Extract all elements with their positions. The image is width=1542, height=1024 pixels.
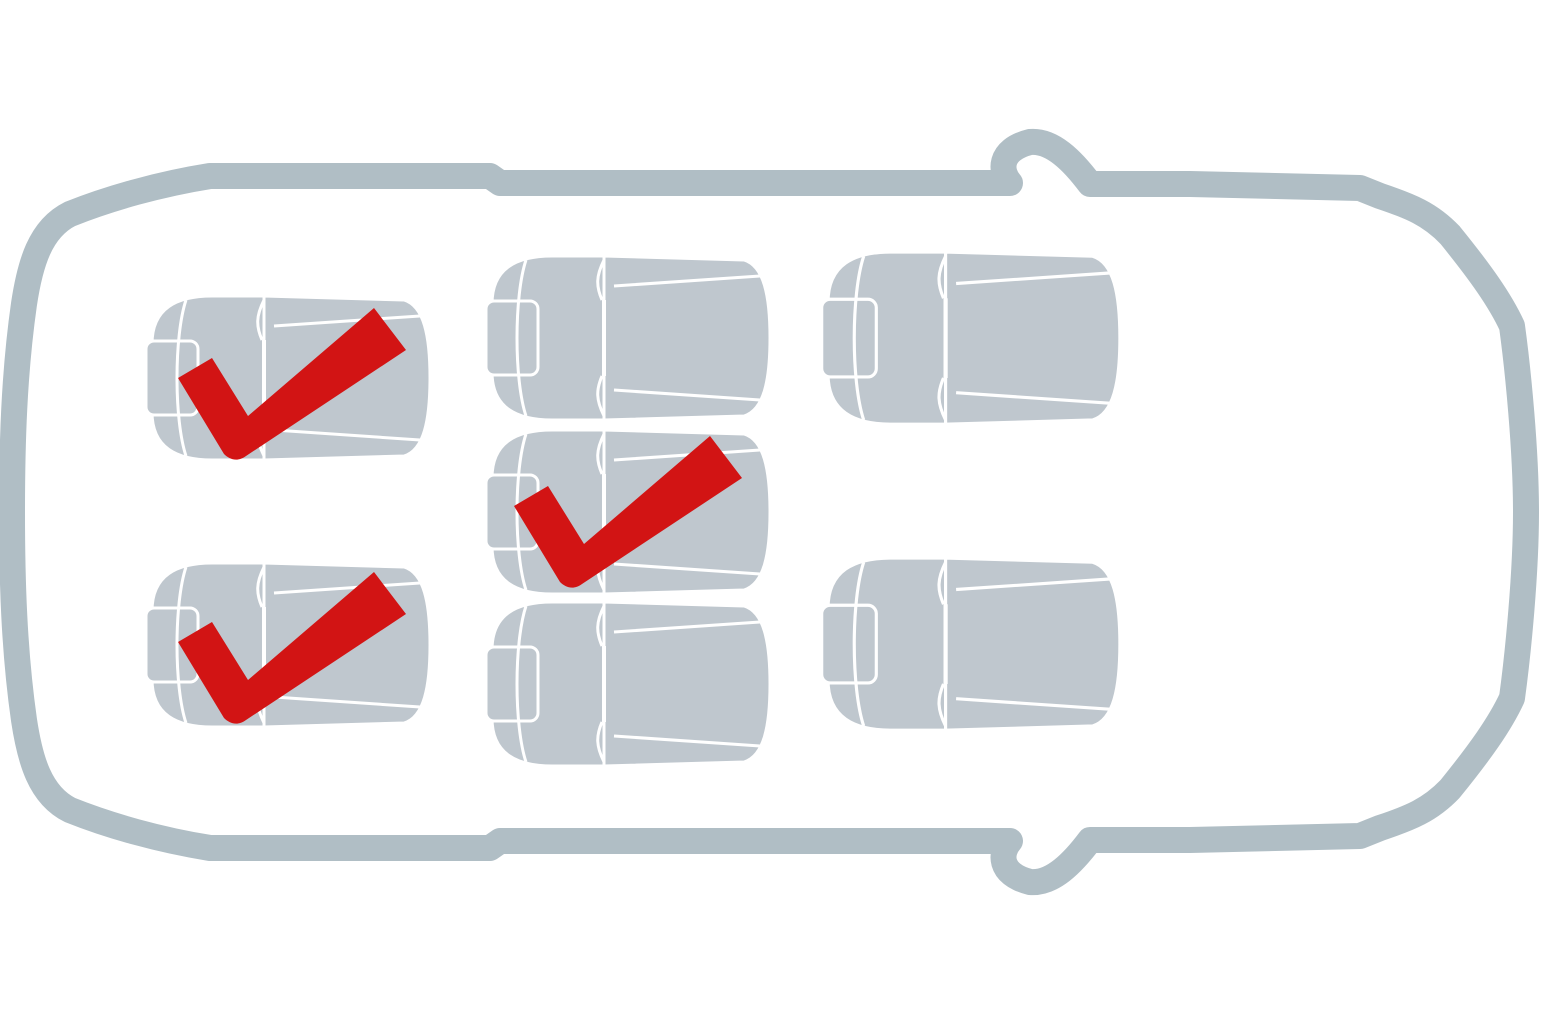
check-rear-right-icon bbox=[178, 572, 406, 724]
seat-front-right-icon bbox=[822, 558, 1120, 730]
check-rear-left-icon bbox=[178, 308, 406, 460]
seat-middle-left-icon bbox=[484, 254, 772, 422]
car-top-view-icon bbox=[0, 128, 1539, 896]
seat-front-left-icon bbox=[822, 252, 1120, 424]
car-body-outline bbox=[0, 128, 1539, 896]
check-marks-layer bbox=[178, 308, 742, 724]
check-middle-center-icon bbox=[514, 436, 742, 588]
seat-middle-right-icon bbox=[484, 600, 772, 768]
